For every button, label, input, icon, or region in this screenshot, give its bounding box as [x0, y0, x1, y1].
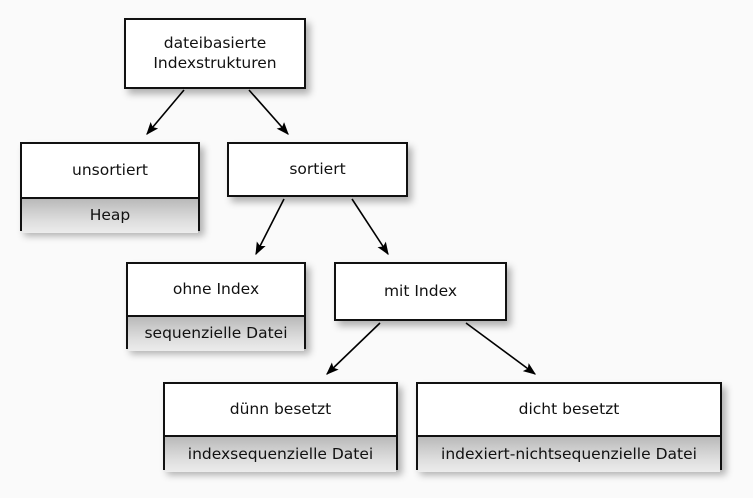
edge-mit-index-to-duenn-besetzt	[326, 322, 381, 375]
node-unsortiert[interactable]: unsortiert Heap	[20, 142, 200, 233]
edge-root-to-sortiert	[248, 89, 289, 135]
node-ohne-index[interactable]: ohne Index sequenzielle Datei	[126, 262, 306, 351]
node-mit-index[interactable]: mit Index	[334, 262, 507, 321]
node-ohne-index-subtitle: sequenzielle Datei	[128, 315, 304, 351]
node-dicht-besetzt-title: dicht besetzt	[418, 384, 720, 435]
node-dicht-besetzt-subtitle: indexiert-nichtsequenzielle Datei	[418, 435, 720, 472]
edge-mit-index-to-dicht-besetzt	[465, 322, 537, 375]
node-duenn-besetzt[interactable]: dünn besetzt indexsequenzielle Datei	[163, 382, 398, 472]
node-root-title: dateibasierte Indexstrukturen	[126, 20, 304, 87]
node-sortiert[interactable]: sortiert	[227, 142, 408, 197]
node-root-title-line1: dateibasierte	[163, 34, 267, 53]
node-root-title-line2: Indexstrukturen	[153, 53, 277, 72]
node-sortiert-title: sortiert	[229, 144, 406, 195]
node-dateibasierte-indexstrukturen[interactable]: dateibasierte Indexstrukturen	[124, 18, 306, 89]
node-dicht-besetzt[interactable]: dicht besetzt indexiert-nichtsequenziell…	[416, 382, 722, 472]
node-ohne-index-title: ohne Index	[128, 264, 304, 315]
edge-sortiert-to-ohne-index	[255, 198, 285, 256]
node-duenn-besetzt-title: dünn besetzt	[165, 384, 396, 435]
node-mit-index-title: mit Index	[336, 264, 505, 319]
edge-sortiert-to-mit-index	[351, 198, 389, 256]
node-duenn-besetzt-subtitle: indexsequenzielle Datei	[165, 435, 396, 472]
edge-root-to-unsortiert	[146, 89, 185, 135]
node-unsortiert-subtitle: Heap	[22, 197, 198, 233]
node-unsortiert-title: unsortiert	[22, 144, 198, 197]
